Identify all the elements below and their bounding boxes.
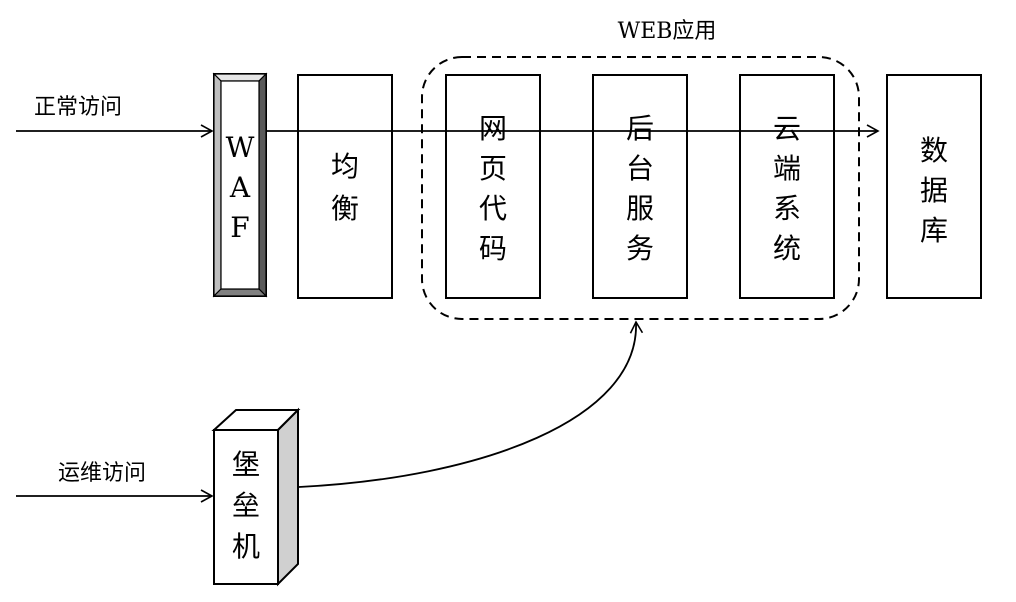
svg-text:页: 页 — [479, 152, 507, 185]
normal-access-label: 正常访问 — [34, 95, 122, 120]
svg-text:统: 统 — [773, 232, 801, 265]
database-label: 数 据 库 — [920, 134, 948, 247]
svg-text:云: 云 — [773, 112, 801, 145]
waf-box — [212, 72, 268, 298]
bastion-host-box — [211, 407, 301, 587]
bastion-host-label: 堡 垒 机 — [232, 448, 260, 563]
cloud-system-box — [739, 74, 835, 299]
svg-text:堡: 堡 — [232, 448, 260, 481]
waf-label: W A F — [226, 131, 255, 244]
ops-access-label: 运维访问 — [58, 461, 146, 486]
web-app-group — [421, 56, 860, 320]
svg-text:系: 系 — [773, 192, 801, 225]
web-app-group-label: WEB应用 — [618, 19, 717, 44]
svg-text:务: 务 — [626, 232, 654, 265]
svg-text:F: F — [230, 211, 249, 244]
svg-text:端: 端 — [773, 152, 801, 185]
svg-text:库: 库 — [920, 214, 948, 247]
svg-text:A: A — [229, 171, 251, 204]
svg-text:据: 据 — [920, 174, 948, 207]
svg-text:衡: 衡 — [331, 192, 359, 225]
bastion-to-web-app-arrow — [298, 320, 644, 488]
svg-text:服: 服 — [626, 192, 654, 225]
load-balancer-box — [297, 74, 393, 299]
database-box — [886, 74, 982, 299]
svg-text:均: 均 — [331, 150, 359, 183]
backend-service-label: 后 台 服 务 — [626, 112, 654, 265]
svg-text:码: 码 — [479, 232, 507, 265]
svg-text:代: 代 — [479, 192, 507, 225]
svg-text:网: 网 — [479, 112, 507, 145]
web-code-label: 网 页 代 码 — [479, 112, 507, 265]
svg-text:后: 后 — [626, 112, 654, 145]
svg-text:机: 机 — [232, 530, 260, 563]
svg-text:W: W — [226, 131, 255, 164]
backend-service-box — [592, 74, 688, 299]
svg-text:台: 台 — [626, 152, 654, 185]
svg-text:垒: 垒 — [232, 489, 260, 522]
svg-text:数: 数 — [920, 134, 948, 167]
web-code-box — [445, 74, 541, 299]
load-balancer-label: 均 衡 — [331, 150, 359, 225]
cloud-system-label: 云 端 系 统 — [773, 112, 801, 265]
